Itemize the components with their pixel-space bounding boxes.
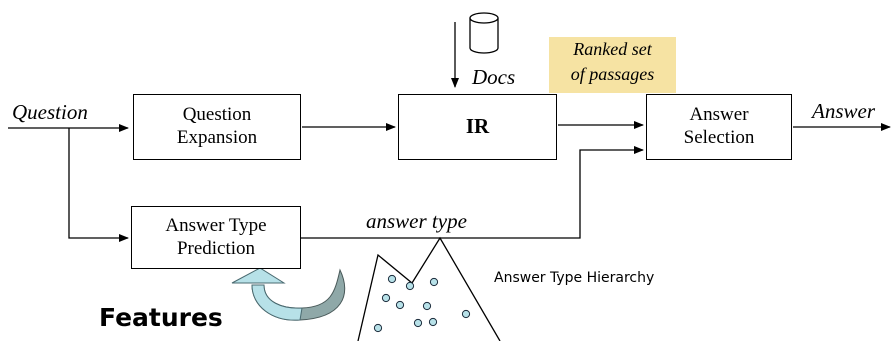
answer-selection-box: Answer Selection (646, 94, 792, 160)
answer-type-prediction-box: Answer Type Prediction (131, 206, 301, 269)
ranked-passages-label: Ranked set of passages (549, 37, 676, 87)
feedback-curved-arrow (231, 267, 346, 321)
arrow-prediction-selection (301, 146, 644, 239)
answer-label: Answer (812, 99, 875, 123)
question-expansion-line-2: Expansion (176, 127, 258, 148)
answer-type-prediction-line-2: Prediction (176, 237, 256, 259)
ir-label: IR (465, 114, 490, 139)
ranked-passages-highlight (549, 37, 676, 93)
ranked-passages-line-2: of passages (570, 64, 655, 85)
question-label: Question (12, 100, 88, 124)
docs-label: Docs (472, 65, 516, 89)
hierarchy-nodes (373, 274, 471, 333)
ir-box: IR (398, 94, 557, 160)
answer-type-prediction-line-1: Answer Type (165, 214, 267, 236)
database-icon (469, 12, 499, 54)
answer-type-hierarchy-label: Answer Type Hierarchy (494, 270, 655, 286)
features-label: Features (99, 303, 223, 332)
question-expansion-box: Question Expansion (133, 94, 301, 160)
answer-type-edge-label: answer type (366, 209, 467, 233)
ranked-passages-line-1: Ranked set (573, 39, 652, 59)
answer-selection-line-2: Selection (683, 127, 755, 148)
answer-selection-line-1: Answer (689, 104, 749, 126)
arrow-question-prediction (68, 128, 129, 242)
question-expansion-line-1: Question (182, 104, 252, 126)
